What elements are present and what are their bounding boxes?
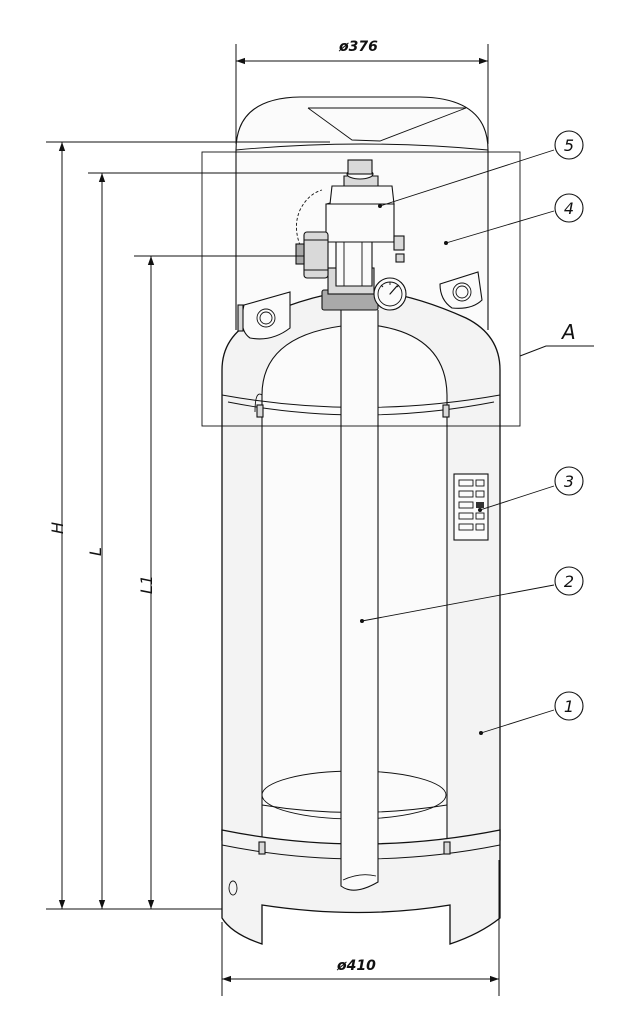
callout-5: 5 [554, 130, 584, 160]
top-diameter-dimension [235, 44, 489, 144]
height-label-h: H [48, 522, 67, 534]
callout-5-label: 5 [564, 136, 574, 155]
length-label-l: L [86, 547, 105, 556]
callout-4-label: 4 [564, 199, 574, 218]
data-plate [453, 473, 489, 541]
callout-3-label: 3 [564, 472, 574, 491]
length-label-l1: L1 [137, 575, 156, 594]
bottom-diameter-dimension [221, 860, 500, 996]
callout-3: 3 [554, 466, 584, 496]
lifting-lug-right [439, 271, 483, 309]
height-dimension-h [46, 141, 330, 910]
bottom-diameter-label: ø410 [336, 958, 376, 974]
lifting-lug-left [237, 291, 291, 340]
seam-clip-left [256, 404, 264, 418]
dip-tube [340, 310, 379, 891]
callout-2: 2 [554, 566, 584, 596]
top-diameter-label: ø376 [338, 39, 378, 55]
detail-label-a: A [560, 320, 576, 344]
valve-assembly [295, 159, 407, 311]
seam-clip-right [442, 404, 450, 418]
callout-leaders [360, 149, 555, 735]
detail-frame-a [201, 151, 594, 427]
callout-4: 4 [554, 193, 584, 223]
callout-2-label: 2 [564, 572, 574, 591]
callout-1: 1 [554, 691, 584, 721]
length-dimension-l1 [134, 255, 304, 909]
length-dimension-l [88, 172, 348, 909]
callout-1-label: 1 [564, 697, 574, 716]
